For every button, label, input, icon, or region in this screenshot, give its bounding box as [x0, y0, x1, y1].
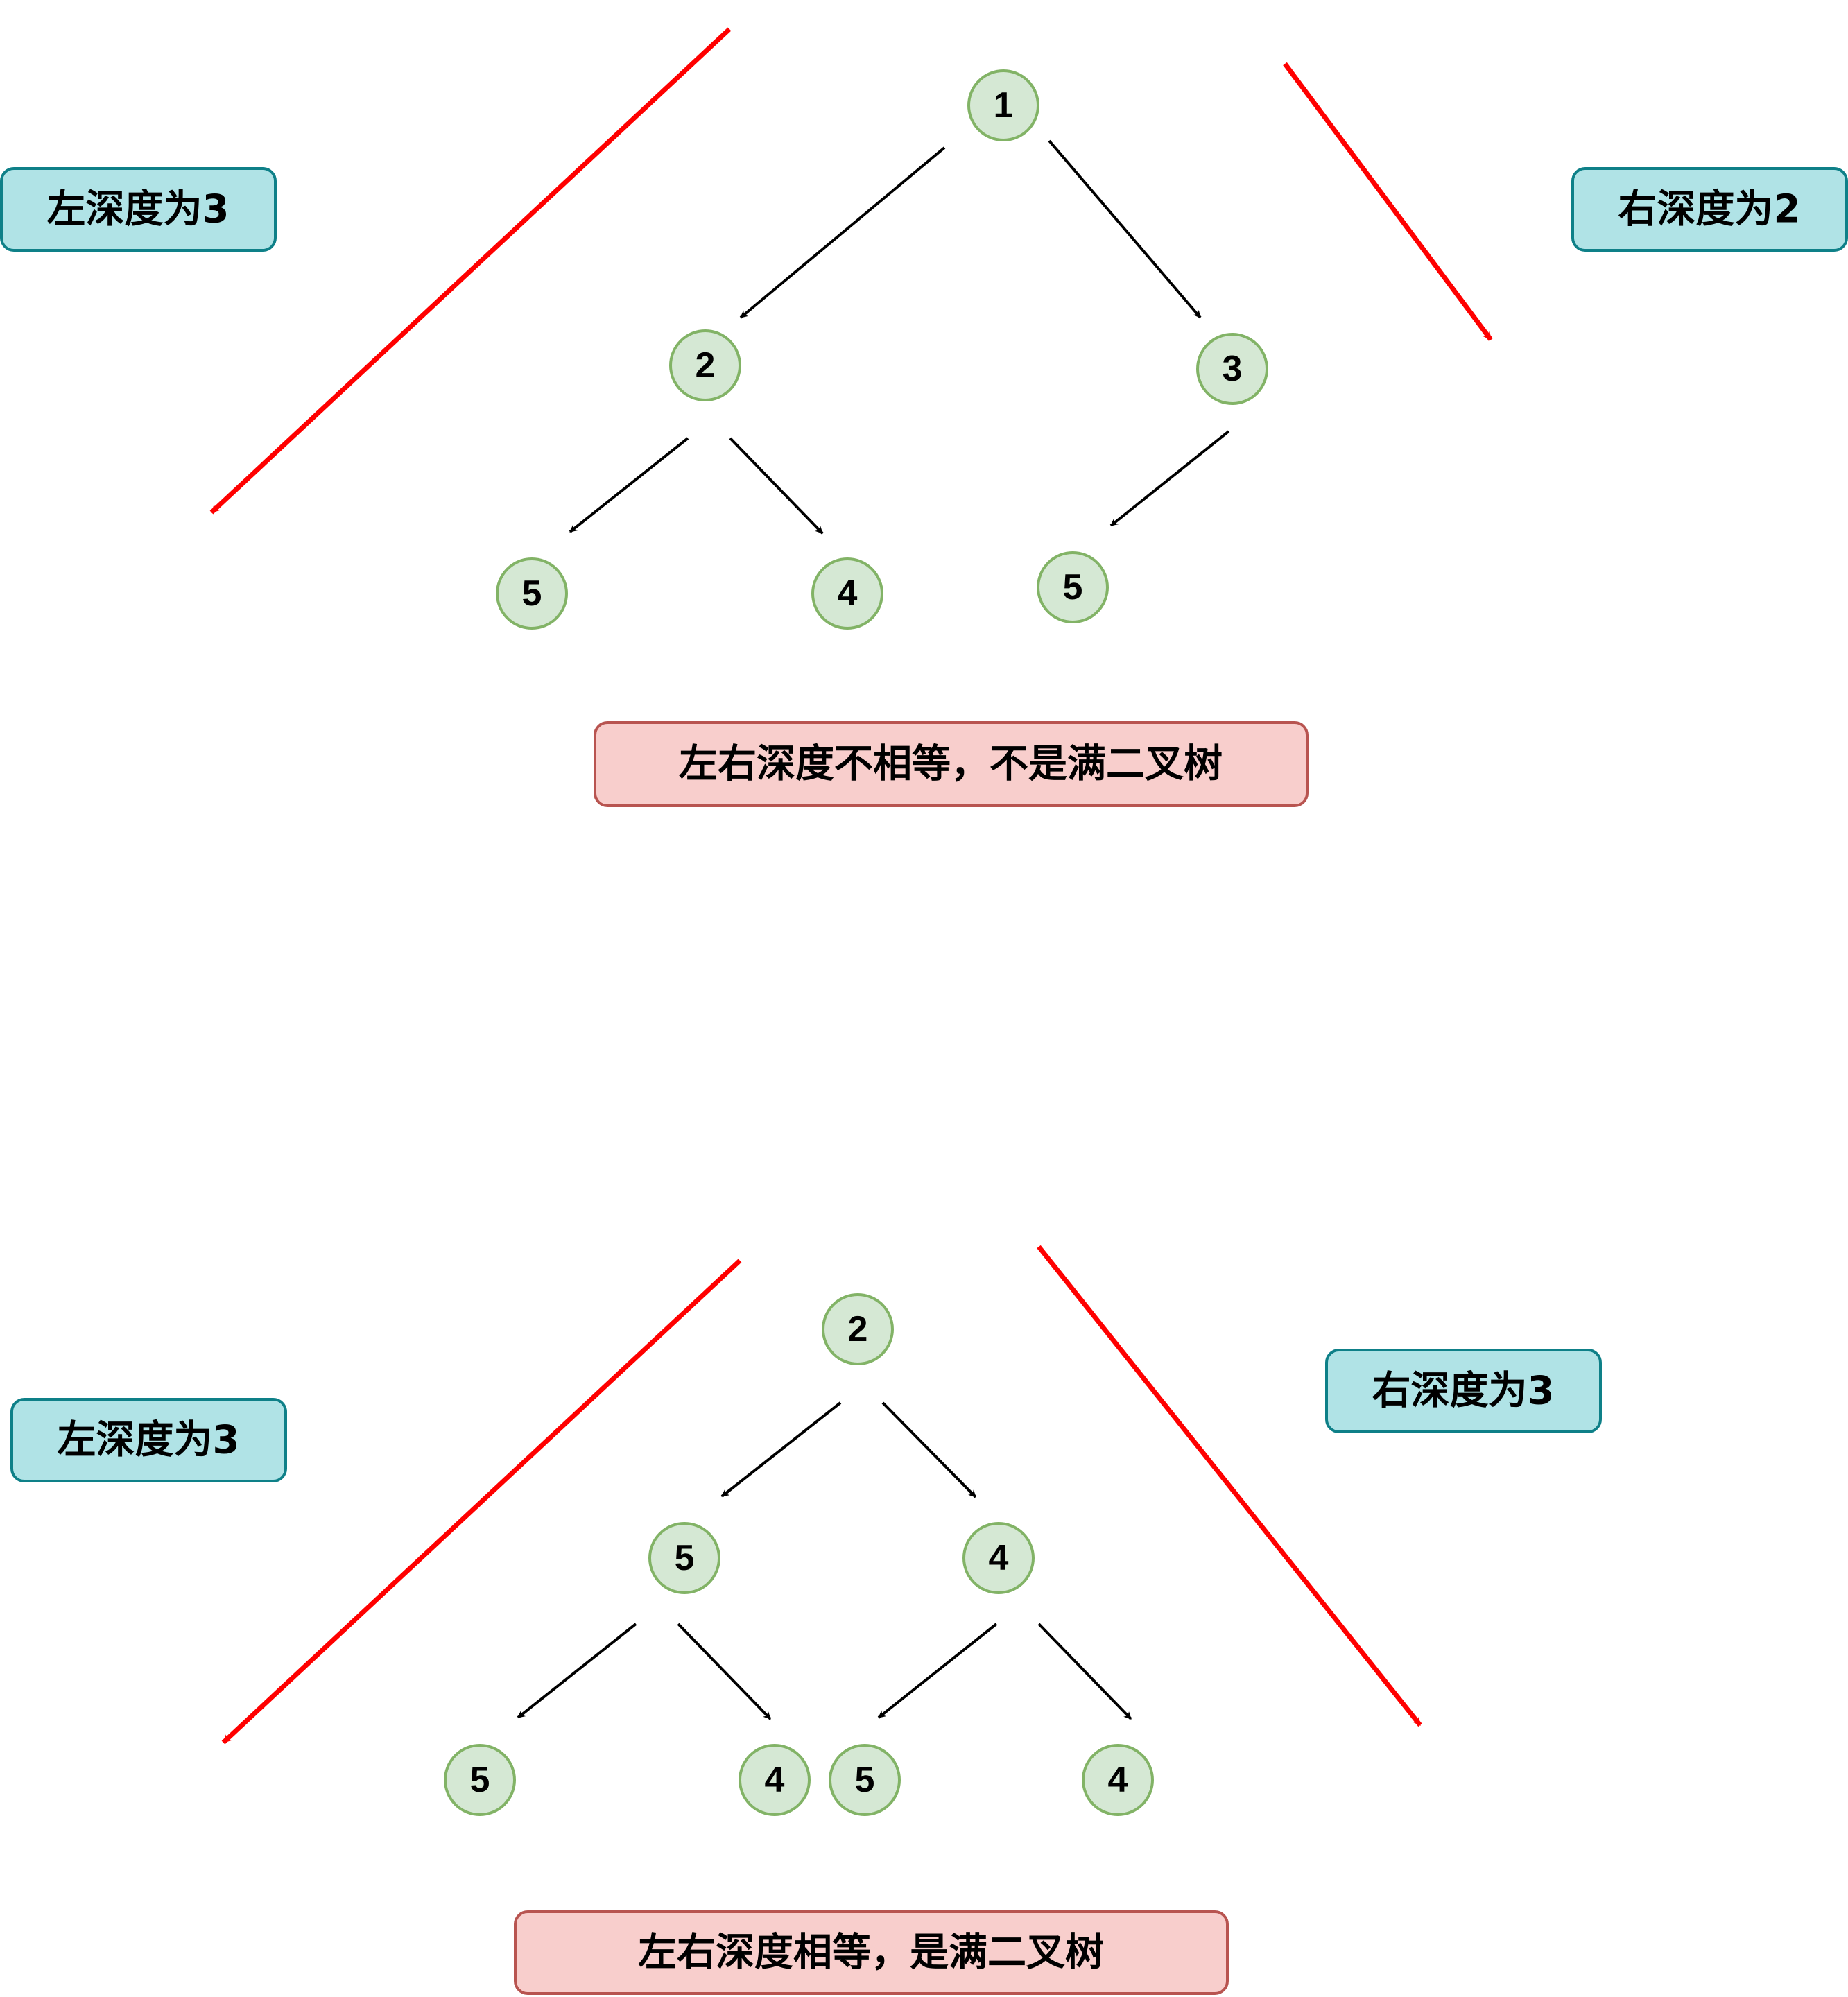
node-value: 5: [470, 1760, 490, 1800]
node-value: 1: [994, 85, 1014, 126]
tree-edge: [569, 437, 689, 533]
node-value: 4: [765, 1760, 785, 1800]
tree-edge: [739, 146, 946, 319]
node-value: 5: [855, 1760, 875, 1800]
tree-node: 5: [496, 557, 568, 630]
node-value: 5: [1063, 567, 1083, 607]
tree-node: 2: [669, 329, 741, 401]
tree-node: 5: [1037, 551, 1109, 623]
node-value: 4: [989, 1538, 1009, 1578]
right-depth-arrow: [1037, 1245, 1422, 1727]
tree-node: 3: [1196, 333, 1268, 405]
node-value: 3: [1223, 349, 1243, 389]
node-value: 5: [675, 1538, 695, 1578]
node-value: 4: [838, 573, 858, 614]
result-label: 左右深度不相等，不是满二叉树: [679, 742, 1223, 787]
result-box: 左右深度不相等，不是满二叉树: [594, 721, 1309, 807]
node-value: 4: [1108, 1760, 1128, 1800]
tree-node: 5: [444, 1744, 516, 1816]
left-depth-box: 左深度为3: [10, 1398, 287, 1482]
result-label: 左右深度相等，是满二叉树: [638, 1930, 1104, 1976]
tree-edge: [729, 437, 824, 535]
tree-edge: [1048, 139, 1202, 319]
left-depth-box: 左深度为3: [0, 167, 277, 252]
node-value: 2: [696, 345, 716, 386]
right-depth-arrow: [1283, 62, 1493, 342]
right-depth-box: 右深度为2: [1571, 167, 1848, 252]
tree-node: 5: [829, 1744, 901, 1816]
tree-node: 4: [962, 1522, 1035, 1594]
tree-node: 4: [1082, 1744, 1154, 1816]
tree-edge: [877, 1623, 998, 1719]
right-depth-label: 右深度为2: [1618, 187, 1801, 232]
tree-edge: [881, 1401, 977, 1498]
right-depth-label: 右深度为3: [1372, 1369, 1555, 1414]
tree-edge: [720, 1401, 842, 1498]
tree-edge: [677, 1623, 772, 1720]
tree-node: 5: [648, 1522, 720, 1594]
left-depth-arrow: [209, 27, 732, 515]
tree-node: 4: [739, 1744, 811, 1816]
tree-2: 2 5 4 5 4 5 4 左深度为3: [10, 1245, 1602, 1995]
tree-1: 1 2 3 5 4 5 左深度为3 右深度为2: [0, 27, 1848, 807]
tree-node: 4: [811, 557, 883, 630]
left-depth-label: 左深度为3: [58, 1418, 240, 1463]
tree-node: 1: [967, 69, 1039, 141]
node-value: 2: [848, 1309, 868, 1349]
tree-node: 2: [822, 1293, 894, 1365]
tree-edge: [1037, 1623, 1132, 1720]
left-depth-label: 左深度为3: [47, 187, 230, 232]
node-value: 5: [522, 573, 542, 614]
tree-edge: [1109, 430, 1230, 527]
left-depth-arrow: [221, 1259, 742, 1745]
tree-edge: [517, 1623, 637, 1719]
result-box: 左右深度相等，是满二叉树: [514, 1910, 1229, 1995]
right-depth-box: 右深度为3: [1325, 1349, 1602, 1433]
